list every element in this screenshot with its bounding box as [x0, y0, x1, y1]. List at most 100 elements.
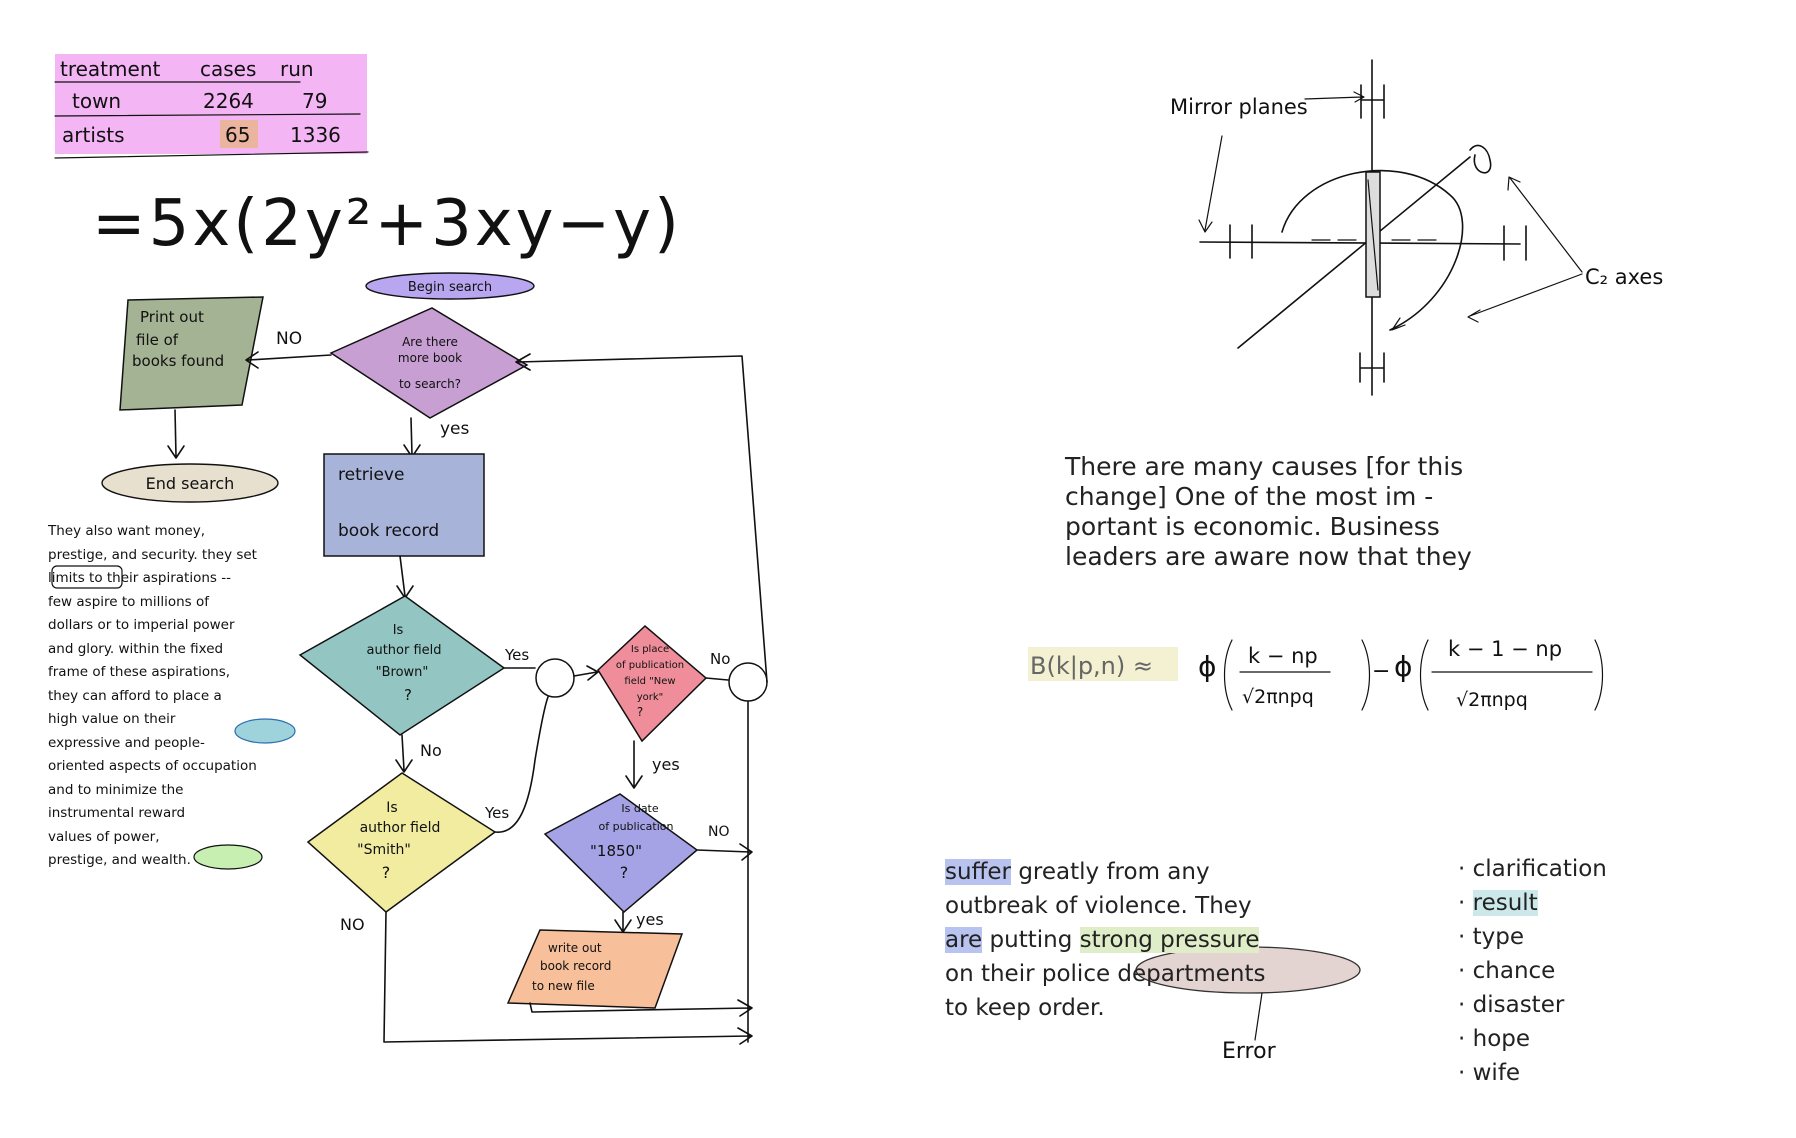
left-paragraph-line: and to minimize the [48, 781, 184, 798]
left-paragraph-line: instrumental reward [48, 805, 186, 821]
left-paragraph-line: few aspire to millions of [48, 593, 210, 610]
decision-newyork-line3: field "New [624, 676, 675, 687]
their-highlight [234, 718, 296, 744]
formula-den-2: √2πnpq [1456, 689, 1528, 711]
bottom-paragraph-line-5: to keep order. [945, 995, 1105, 1021]
decision-smith-line4: ? [382, 863, 391, 882]
formula-phi-2: ϕ [1394, 650, 1412, 683]
table-cell-79: 79 [302, 89, 327, 113]
table-cell-2264: 2264 [203, 89, 254, 113]
retrieve-box [323, 453, 485, 557]
right-paragraph: There are many causes [for this change] … [1065, 452, 1585, 572]
word-chance: chance [1472, 958, 1556, 984]
right-paragraph-line: There are many causes [for this [1065, 452, 1464, 481]
left-paragraph-line: expressive and people- [48, 734, 205, 751]
left-paragraph-line: frame of these aspirations, [48, 664, 231, 680]
table-header-cases: cases [200, 57, 256, 81]
left-paragraph-line: dollars or to imperial power [48, 617, 235, 633]
mirror-planes-label: Mirror planes [1170, 95, 1308, 119]
decision-more-books-line3: to search? [399, 377, 461, 391]
junction-right [728, 662, 768, 702]
begin-search-oval [365, 272, 535, 300]
table-cell-artists: artists [62, 123, 125, 147]
word-list: · clarification · result · type · chance… [1458, 852, 1607, 1090]
write-out-box [506, 929, 684, 1009]
left-paragraph-line: and glory. within the fixed [48, 640, 224, 657]
decision-smith-line3: "Smith" [357, 842, 411, 858]
left-paragraph-line: They also want money, [48, 523, 206, 539]
word-list-item: · clarification [1458, 856, 1607, 882]
formula-minus: − [1372, 659, 1390, 684]
label-yes-brown: Yes [504, 646, 529, 664]
table-cell-65: 65 [225, 123, 250, 147]
write-out-line1: write out [548, 941, 602, 955]
bottom-line1-rest: greatly from any [1011, 859, 1210, 885]
decision-1850-line4: ? [620, 863, 629, 882]
big-equation: =5x(2y²+3xy−y) [92, 187, 682, 261]
left-paragraph-line: high value on their [48, 711, 176, 727]
left-paragraph-line: prestige, and wealth. [48, 852, 191, 868]
decision-smith-line1: Is [386, 800, 397, 816]
junction-left [535, 658, 575, 698]
formula-num-2: k − 1 − np [1448, 637, 1562, 661]
decision-1850-line3: "1850" [590, 842, 642, 860]
word-list-item: · disaster [1458, 992, 1565, 1018]
cell-65-highlight [220, 120, 258, 148]
end-search-oval [101, 463, 279, 503]
left-paragraph-line: values of power, [48, 828, 160, 845]
retrieve-line2: book record [338, 521, 439, 541]
label-yes-1850: yes [636, 910, 664, 929]
right-paragraph-line: portant is economic. Business [1065, 512, 1440, 541]
write-out-line2: book record [540, 959, 611, 973]
label-no-smith: NO [340, 915, 365, 934]
table-header-treatment: treatment [60, 57, 160, 81]
left-paragraph-line: they can afford to place a [48, 687, 222, 704]
label-no-top: NO [276, 329, 302, 349]
label-yes-newyork: yes [652, 755, 680, 774]
print-out-line1: Print out [140, 308, 204, 326]
decision-newyork-line1: Is place [631, 644, 669, 655]
decision-brown-line3: "Brown" [376, 665, 429, 680]
left-paragraph-line: oriented aspects of occupation [48, 758, 257, 774]
decision-newyork-line2: of publication [616, 660, 684, 671]
bottom-paragraph-line-4: on their police departments [945, 961, 1266, 987]
print-out-line3: books found [132, 352, 224, 370]
symmetry-sketch: Mirror planes C₂ axes [1170, 59, 1663, 396]
word-wife: wife [1472, 1060, 1521, 1086]
bottom-paragraph-line-1: suffer greatly from any [945, 855, 1265, 889]
label-no-1850: NO [708, 824, 730, 840]
bottom-paragraph-line-3: are putting strong pressure [945, 923, 1265, 957]
highlight-are: are [945, 927, 983, 953]
left-paragraph-line: limits to their aspirations -- [48, 570, 231, 586]
label-yes-smith: Yes [484, 804, 509, 822]
flowchart: Begin search Are there more book to sear… [101, 272, 768, 1045]
write-out-line3: to new file [532, 979, 595, 993]
label-no-newyork: No [710, 650, 730, 668]
word-hope: hope [1472, 1026, 1531, 1052]
end-search-label: End search [146, 474, 235, 493]
table-cell-town: town [72, 89, 121, 113]
left-paragraph-line: prestige, and security. they set [48, 546, 257, 563]
formula-phi-1: ϕ [1198, 650, 1216, 683]
word-list-item: · chance [1458, 958, 1556, 984]
begin-search-label: Begin search [408, 280, 492, 295]
binomial-formula: B(k|p,n) ≈ ϕ k − np √2πnpq − ϕ k − 1 − n… [1028, 637, 1604, 711]
formula-lhs: B(k|p,n) ≈ [1030, 652, 1153, 680]
right-paragraph-line: leaders are aware now that they [1065, 542, 1472, 571]
decision-1850-line2: of publication [598, 820, 673, 833]
label-yes-1: yes [440, 419, 470, 439]
limits-box [51, 565, 123, 589]
left-paragraph: They also want money, prestige, and secu… [48, 520, 393, 873]
formula-lhs-highlight [1028, 647, 1178, 681]
formula-den-1: √2πnpq [1242, 686, 1314, 708]
decision-more-books-line2: more book [398, 351, 462, 365]
retrieve-line1: retrieve [338, 465, 404, 485]
word-result: result [1472, 890, 1538, 916]
decision-1850-line1: Is date [621, 802, 659, 815]
print-out-line2: file of [136, 331, 179, 349]
table-highlight [55, 54, 367, 154]
ellipse-note: Error [1222, 1039, 1277, 1064]
decision-more-books [329, 307, 529, 419]
bottom-paragraph: suffer greatly from any outbreak of viol… [945, 855, 1265, 1025]
